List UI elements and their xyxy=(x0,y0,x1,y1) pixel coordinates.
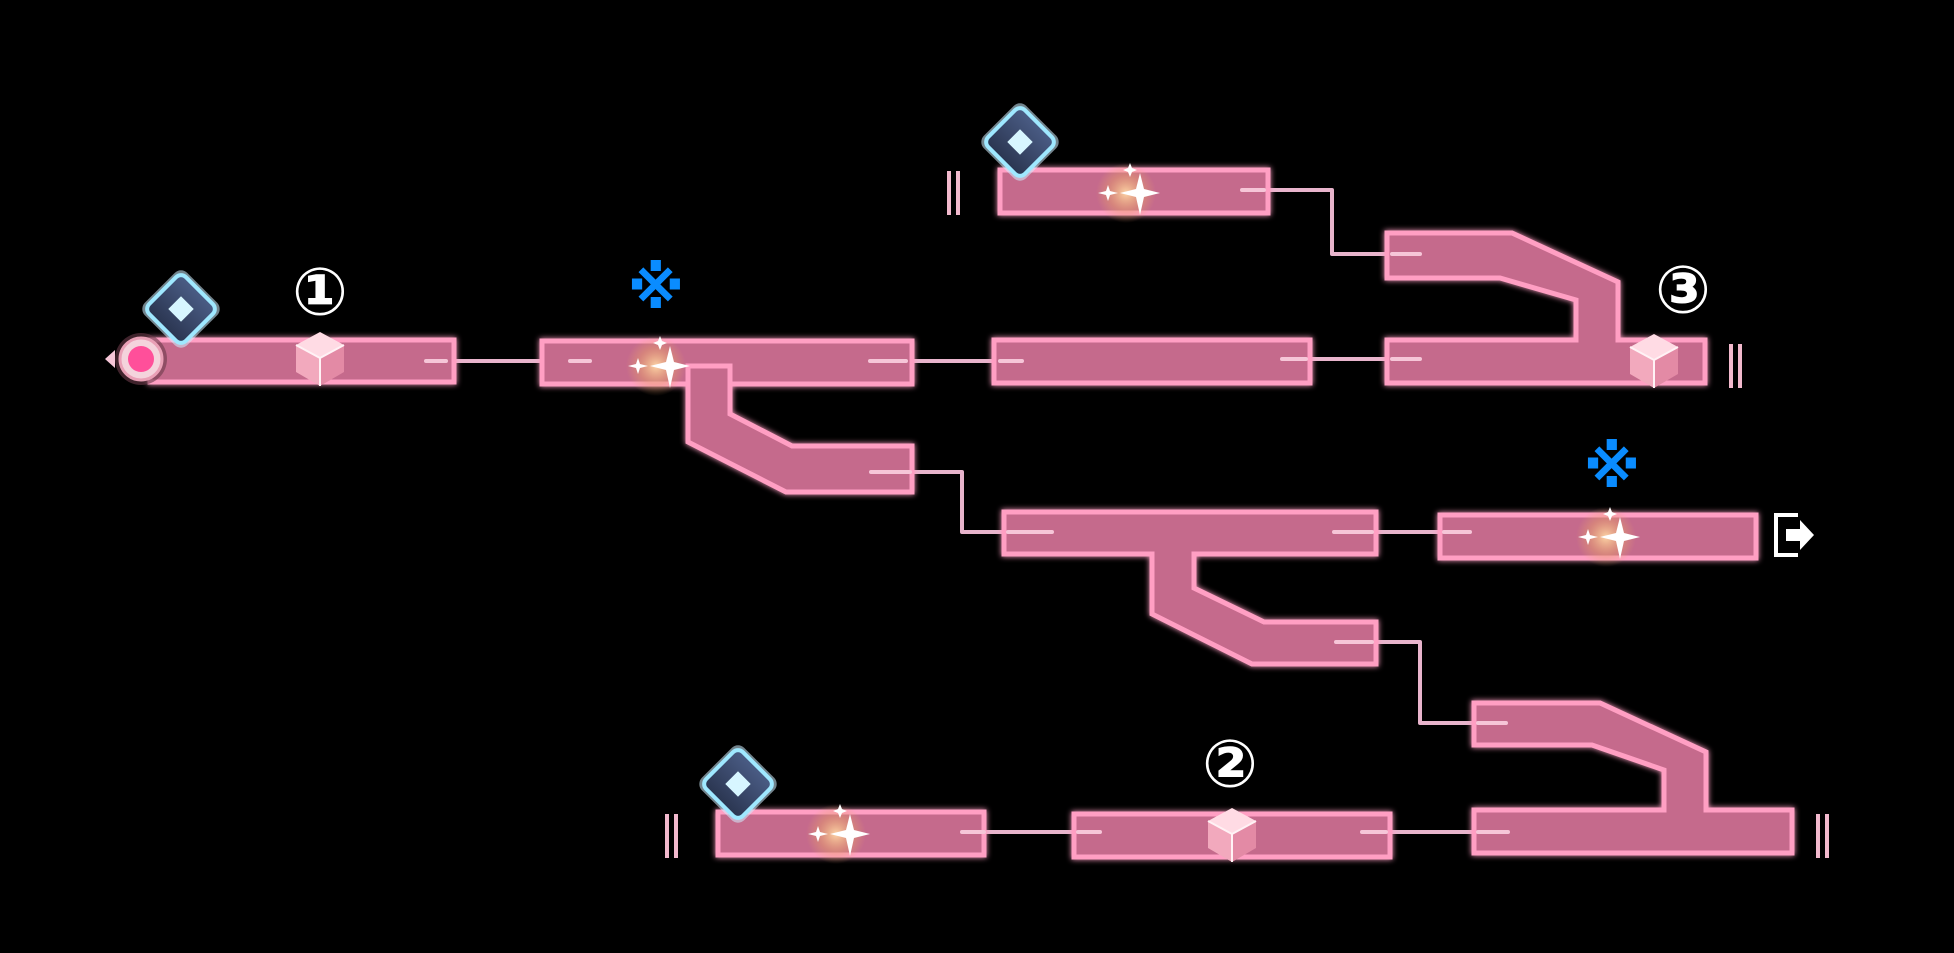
start-position-icon[interactable] xyxy=(105,333,167,385)
snowflake-marker-icon: ※ xyxy=(628,254,684,322)
corridor-bottom-right xyxy=(1471,700,1795,856)
exit-icon[interactable] xyxy=(1774,513,1814,557)
corridor-2-branch xyxy=(685,363,915,495)
corridor-3 xyxy=(991,337,1313,386)
corridor-4 xyxy=(1384,230,1708,386)
corridors xyxy=(147,167,1795,860)
chest-label-2: ② xyxy=(1202,726,1258,803)
gate-icon xyxy=(665,814,678,858)
chest-label-3: ③ xyxy=(1655,252,1711,329)
snowflake-marker-icon: ※ xyxy=(1584,433,1640,501)
chest-label-1: ① xyxy=(292,254,348,331)
corridor-stubs xyxy=(424,188,1510,834)
gate-icon xyxy=(1729,344,1742,388)
corridor-mid xyxy=(1001,509,1379,667)
gate-icon xyxy=(947,171,960,215)
connector-d xyxy=(1240,188,1422,256)
gate-icon xyxy=(1816,814,1829,858)
